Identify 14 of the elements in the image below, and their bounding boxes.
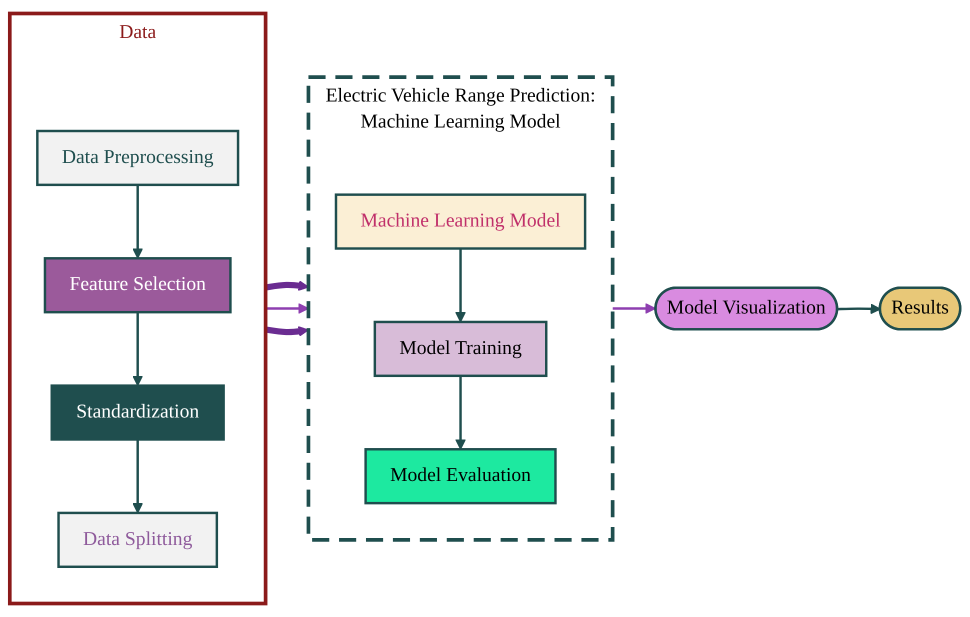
- arrow: [612, 303, 656, 314]
- arrow: [132, 184, 144, 259]
- arrow: [455, 376, 466, 450]
- node-box: Machine Learning Model: [334, 193, 586, 250]
- arrow: [132, 312, 144, 386]
- arrow: [132, 439, 144, 514]
- node-box: Data Preprocessing: [36, 130, 240, 186]
- arrow: [838, 303, 881, 314]
- node-box: Feature Selection: [44, 257, 232, 314]
- node-box: Model Evaluation: [364, 448, 557, 504]
- node-box: Standardization: [50, 384, 225, 441]
- node-box: Data Splitting: [57, 512, 218, 568]
- arrow: [455, 248, 466, 322]
- node-box: Model Training: [374, 320, 548, 378]
